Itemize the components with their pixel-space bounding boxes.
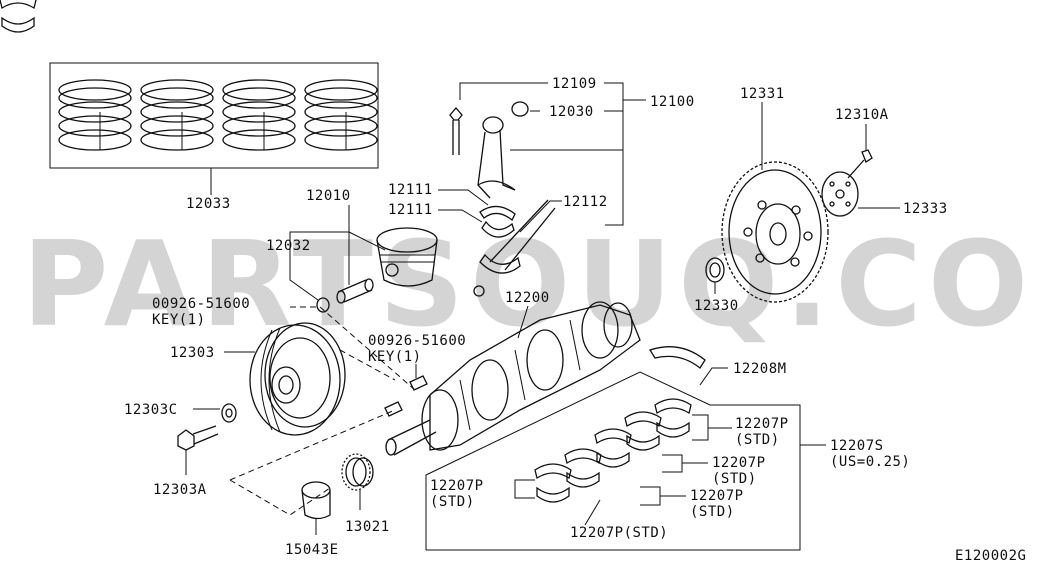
label-main-brg-4: 12207P [430, 478, 484, 494]
bushing-icon[interactable] [301, 481, 331, 520]
watermark: PARTSOUQ.COM [22, 215, 1045, 353]
crank-bolt-icon[interactable] [177, 425, 219, 451]
bearing-icon[interactable] [0, 0, 692, 503]
label-piston: 12010 [306, 188, 351, 204]
label-main-brg-set-sub: (US=0.25) [830, 454, 910, 470]
rod-bearing-icon[interactable] [473, 199, 556, 297]
label-main-brg-3-sub: (STD) [690, 504, 735, 520]
label-main-brg-2-sub: (STD) [712, 471, 757, 487]
flywheel-icon[interactable] [721, 161, 829, 303]
label-rod-bolt: 12109 [552, 76, 597, 92]
label-key2: 00926-51600 [368, 333, 466, 349]
label-key1-sub: KEY(1) [152, 312, 206, 328]
label-rod-bushing: 12030 [549, 104, 594, 120]
plate-icon[interactable] [821, 171, 859, 217]
label-key2-sub: KEY(1) [368, 349, 422, 365]
label-bushing: 15043E [285, 542, 339, 558]
label-main-brg-4-sub: (STD) [430, 494, 475, 510]
piston-icon[interactable] [316, 227, 438, 313]
label-rod-bearing-b: 12111 [388, 202, 433, 218]
label-bolt: 12303A [153, 482, 207, 498]
piston-rings-icon[interactable] [49, 62, 379, 169]
thrust-washer-icon[interactable] [649, 346, 706, 369]
label-rod-assy: 12100 [650, 94, 695, 110]
bolt-icon[interactable] [847, 149, 873, 179]
label-crankshaft: 12200 [505, 290, 550, 306]
label-flywheel-bolt: 12310A [835, 107, 889, 123]
label-pulley: 12303 [170, 345, 215, 361]
sprocket-icon[interactable] [341, 453, 374, 491]
label-flywheel: 12331 [740, 86, 785, 102]
label-pilot: 12330 [694, 298, 739, 314]
label-washer: 12303C [124, 402, 178, 418]
label-pin: 12032 [266, 238, 311, 254]
label-rod-nut: 12112 [563, 194, 608, 210]
label-main-brg-1-sub: (STD) [735, 432, 780, 448]
washer-icon[interactable] [221, 403, 237, 423]
label-sprocket: 13021 [345, 519, 390, 535]
label-key1: 00926-51600 [152, 296, 250, 312]
label-main-brg-3: 12207P [690, 488, 744, 504]
pulley-icon[interactable] [249, 322, 346, 436]
key-icon[interactable] [384, 375, 428, 417]
label-rod-bearing-a: 12111 [388, 182, 433, 198]
label-thrust: 12208M [733, 361, 787, 377]
connecting-rod-icon[interactable] [449, 101, 529, 199]
diagram-code: E120002G [955, 548, 1026, 564]
label-plate: 12333 [903, 201, 948, 217]
label-main-brg-1: 12207P [735, 416, 789, 432]
crankshaft-icon[interactable] [385, 301, 641, 456]
label-main-brg-2: 12207P [712, 455, 766, 471]
label-main-brg-5: 12207P(STD) [570, 525, 668, 541]
label-rings: 12033 [186, 196, 231, 212]
label-main-brg-set: 12207S [830, 438, 884, 454]
